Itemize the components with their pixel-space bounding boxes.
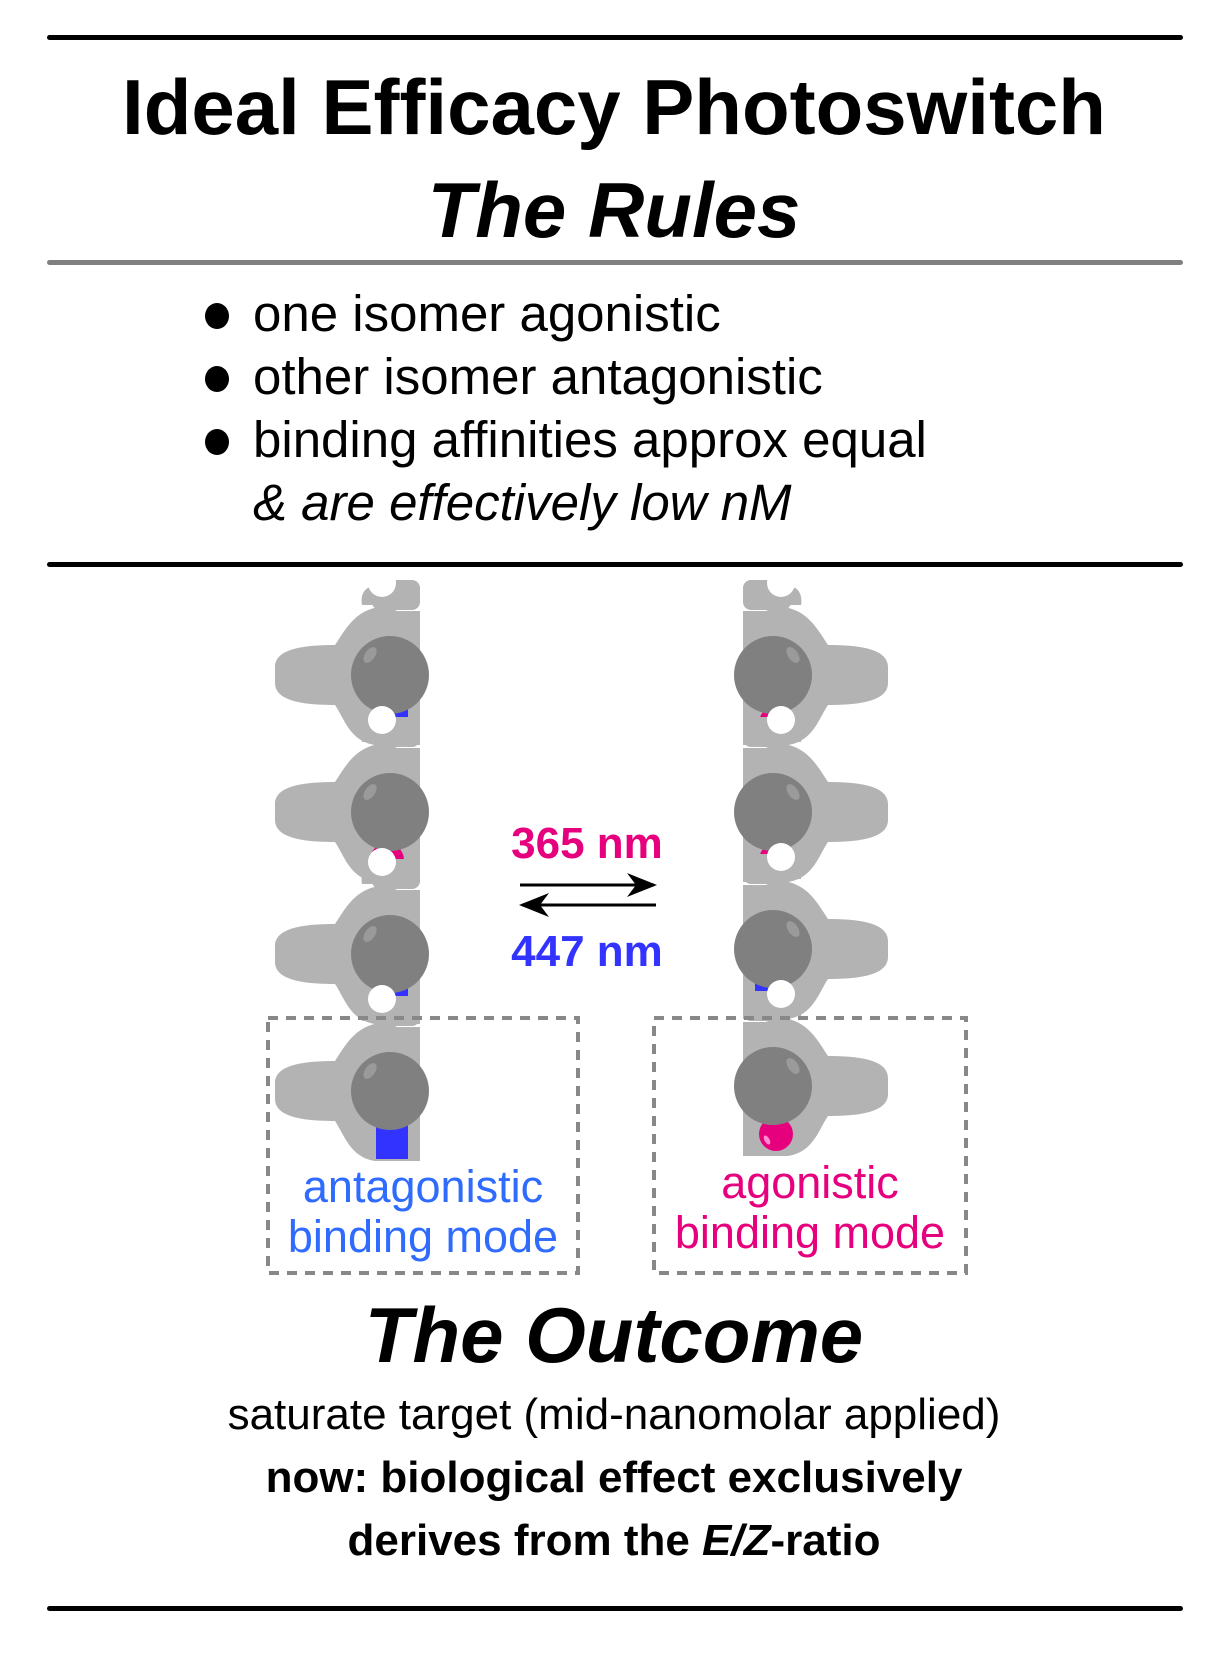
receptor-notch: [368, 569, 396, 597]
outcome-line-1: saturate target (mid-nanomolar applied): [227, 1390, 1001, 1439]
receptor-notch: [368, 706, 396, 734]
photoswitch-ball: [351, 915, 429, 993]
label-line: antagonistic: [302, 1161, 544, 1212]
photoswitch-ball: [351, 1052, 429, 1130]
receptor-notch: [767, 569, 795, 597]
ball-highlight: [786, 1058, 800, 1074]
ball-highlight: [786, 647, 800, 663]
receptor-unit: [275, 848, 429, 1024]
photoswitch-ball: [734, 773, 812, 851]
forward-wavelength-label: 365 nm: [511, 819, 663, 868]
rules-list: one isomer agonistic other isomer antago…: [205, 282, 927, 534]
agonistic-mode-box: [652, 1016, 968, 1275]
diagram-divider: [47, 562, 1183, 567]
bullet-icon: [205, 365, 229, 392]
receptor-unit: [734, 843, 888, 1019]
photoswitch-ball: [734, 910, 812, 988]
label-line: binding mode: [287, 1211, 559, 1262]
ball-highlight: [786, 921, 800, 937]
text: derives from the: [347, 1516, 703, 1565]
outcome-line-2: now: biological effect exclusively: [265, 1453, 963, 1502]
receptor-notch: [767, 980, 795, 1008]
antagonistic-mode-box: [266, 1016, 580, 1275]
ligand-highlight: [763, 1135, 771, 1145]
rule-text: binding affinities approx equal: [253, 411, 927, 468]
ball-highlight: [786, 784, 800, 800]
photoswitch-ball: [734, 636, 812, 714]
receptor-unit: [734, 980, 888, 1156]
ball-highlight: [363, 647, 377, 663]
text: -ratio: [770, 1516, 881, 1565]
ball-highlight: [363, 784, 377, 800]
photoswitch-ball: [351, 636, 429, 714]
page-title: Ideal Efficacy Photoswitch: [122, 63, 1106, 151]
ball-highlight: [363, 1063, 377, 1079]
rule-text: one isomer agonistic: [253, 285, 721, 342]
photoswitch-ball: [351, 773, 429, 851]
receptor-notch: [368, 985, 396, 1013]
top-divider: [47, 35, 1183, 40]
receptor-notch: [767, 706, 795, 734]
bullet-icon: [205, 302, 229, 329]
label-line: binding mode: [674, 1207, 946, 1258]
agonistic-mode-label: agonistic binding mode: [654, 1158, 966, 1258]
rule-item: binding affinities approx equal: [205, 408, 927, 471]
rules-divider: [47, 260, 1183, 265]
bottom-divider: [47, 1606, 1183, 1611]
rule-text: other isomer antagonistic: [253, 348, 823, 405]
bullet-icon: [205, 428, 229, 455]
rules-heading: The Rules: [427, 166, 801, 254]
label-line: agonistic: [721, 1157, 899, 1208]
antagonistic-mode-label: antagonistic binding mode: [268, 1162, 578, 1262]
ball-highlight: [363, 926, 377, 942]
rule-continuation: & are effectively low nM: [253, 474, 792, 531]
ez-ratio-term: E/Z: [702, 1516, 771, 1565]
reverse-wavelength-label: 447 nm: [511, 927, 663, 976]
receptor-notch: [767, 843, 795, 871]
receptor-unit: [275, 706, 429, 882]
receptor-unit: [275, 569, 429, 745]
photoswitch-ball: [734, 1047, 812, 1125]
outcome-heading: The Outcome: [364, 1291, 864, 1379]
rule-item: other isomer antagonistic: [205, 345, 927, 408]
receptor-notch: [368, 848, 396, 876]
outcome-line-3: derives from the E/Z-ratio: [0, 1514, 1228, 1568]
rule-item: one isomer agonistic: [205, 282, 927, 345]
